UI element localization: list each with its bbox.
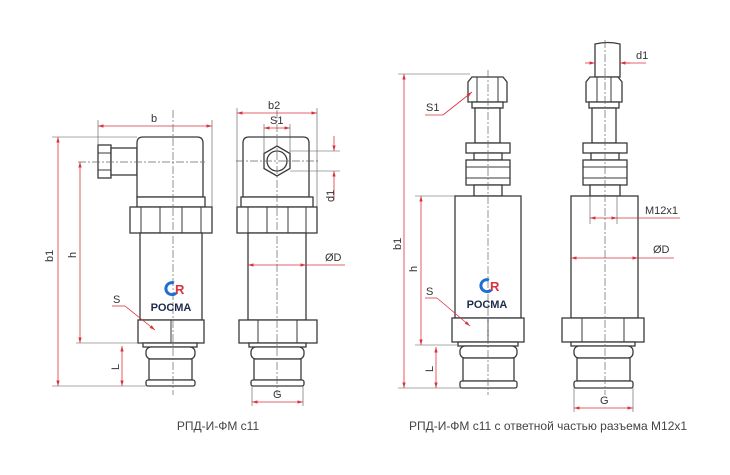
dim-S1: S1	[270, 115, 283, 127]
dim-D: ØD	[653, 244, 670, 256]
view-side-connector: R РОСМА b b1 h L S	[44, 110, 213, 395]
dim-b: b	[151, 113, 157, 125]
dim-b2: b2	[268, 100, 280, 112]
logo-text: РОСМА	[151, 302, 192, 314]
dim-L: L	[110, 364, 122, 370]
view-front-m12: d1 M12x1 ØD G	[561, 40, 680, 412]
dim-h: h	[408, 266, 420, 272]
view-side-m12: R РОСМА b1 h L S1 S	[392, 70, 525, 395]
dim-S: S	[426, 286, 433, 298]
view-front-connector: b2 S1 d1 ØD G	[236, 100, 345, 406]
dim-b1: b1	[44, 250, 56, 262]
caption-left: РПД-И-ФМ с11	[177, 419, 260, 433]
logo: R РОСМА	[467, 278, 508, 311]
dim-h: h	[67, 252, 79, 258]
dim-M12x1: M12x1	[645, 205, 678, 217]
dim-D: ØD	[325, 252, 342, 264]
dim-S1: S1	[426, 102, 439, 114]
logo: R РОСМА	[151, 281, 192, 314]
dim-G: G	[273, 389, 282, 401]
caption-right: РПД-И-ФМ с11 с ответной частью разъема М…	[409, 419, 687, 433]
svg-text:R: R	[175, 282, 185, 297]
svg-text:R: R	[490, 279, 500, 294]
dim-d1: d1	[636, 50, 648, 62]
dim-d1: d1	[325, 190, 337, 202]
dim-S: S	[113, 294, 120, 306]
logo-text: РОСМА	[467, 299, 508, 311]
dim-b1: b1	[392, 238, 404, 250]
dim-G: G	[600, 395, 609, 407]
dim-L: L	[424, 366, 436, 372]
